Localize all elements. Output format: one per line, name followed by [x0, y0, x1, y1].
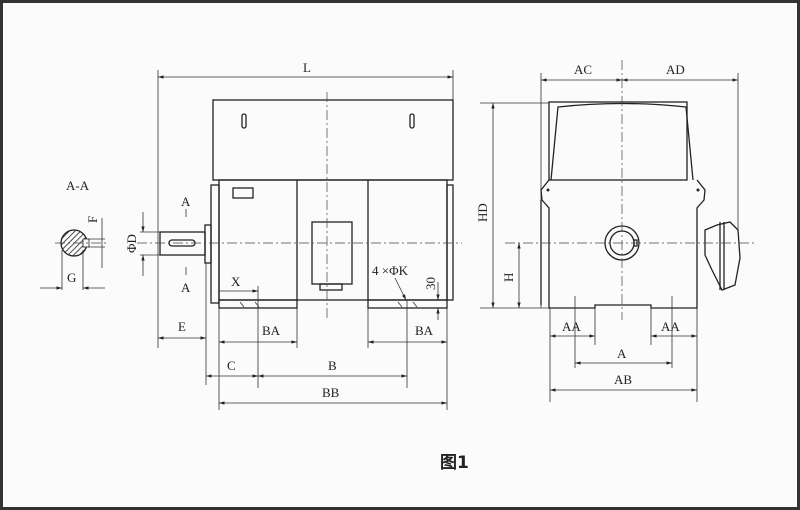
dim-ab: AB: [614, 372, 632, 387]
dim-ba-left: BA: [262, 323, 281, 338]
dim-phi-d: ΦD: [124, 234, 139, 253]
dim-c: C: [227, 358, 236, 373]
dim-ad: AD: [666, 62, 685, 77]
front-view: AC AD HD H AA AA A AB: [475, 60, 755, 402]
dim-f: F: [85, 216, 100, 223]
dim-hd: HD: [475, 203, 490, 222]
dim-aa-left: AA: [562, 319, 581, 334]
section-a-a: A-A F G: [40, 178, 108, 290]
dim-h: H: [501, 273, 516, 282]
section-mark-a-bottom: A: [181, 280, 191, 295]
dim-x: X: [231, 274, 241, 289]
dim-b: B: [328, 358, 337, 373]
dim-aa-right: AA: [661, 319, 680, 334]
dim-30: 30: [423, 277, 438, 290]
dim-e: E: [178, 319, 186, 334]
section-title: A-A: [66, 178, 90, 193]
dim-ba-right: BA: [415, 323, 434, 338]
dim-l: L: [303, 60, 311, 75]
dim-a: A: [617, 346, 627, 361]
dim-4-phi-k: 4 ×ΦK: [372, 263, 409, 278]
dim-ac: AC: [574, 62, 592, 77]
figure-caption: 图1: [440, 453, 469, 473]
dim-g: G: [67, 270, 76, 285]
side-view: L ΦD A A X 4 ×ΦK 30 E BA BA C B BB: [124, 60, 462, 410]
dim-bb: BB: [322, 385, 340, 400]
section-mark-a-top: A: [181, 194, 191, 209]
